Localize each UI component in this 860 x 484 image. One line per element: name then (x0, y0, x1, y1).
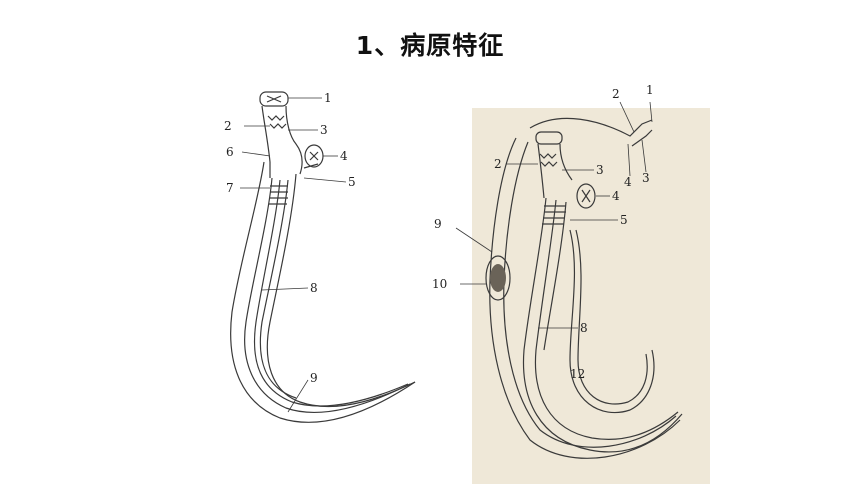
label-r-2-mid: 2 (494, 157, 502, 171)
label-8: 8 (310, 281, 318, 295)
label-r-8: 8 (580, 321, 588, 335)
page-title: 1、病原特征 (355, 31, 505, 60)
label-r-9: 9 (434, 217, 442, 231)
label-7: 7 (226, 181, 234, 195)
label-r-12: 12 (570, 367, 585, 381)
label-9: 9 (310, 371, 318, 385)
nematode-diagram-left: 1 2 3 4 5 6 7 8 9 (224, 91, 416, 423)
label-6: 6 (226, 145, 234, 159)
label-r-4-top: 4 (624, 175, 632, 189)
label-r-10: 10 (432, 277, 447, 291)
label-1: 1 (324, 91, 332, 105)
label-r-1: 1 (646, 83, 654, 97)
label-r-3-mid: 3 (596, 163, 604, 177)
label-4: 4 (340, 149, 348, 163)
label-r-2: 2 (612, 87, 620, 101)
nematode-diagram-right: 1 2 3 4 2 3 4 5 9 10 8 12 (432, 83, 710, 484)
label-r-5: 5 (620, 213, 628, 227)
label-r-4-mid: 4 (612, 189, 620, 203)
label-2: 2 (224, 119, 232, 133)
label-3: 3 (320, 123, 328, 137)
mouth-shape (259, 91, 289, 107)
label-5: 5 (348, 175, 356, 189)
label-r-3-top: 3 (642, 171, 650, 185)
